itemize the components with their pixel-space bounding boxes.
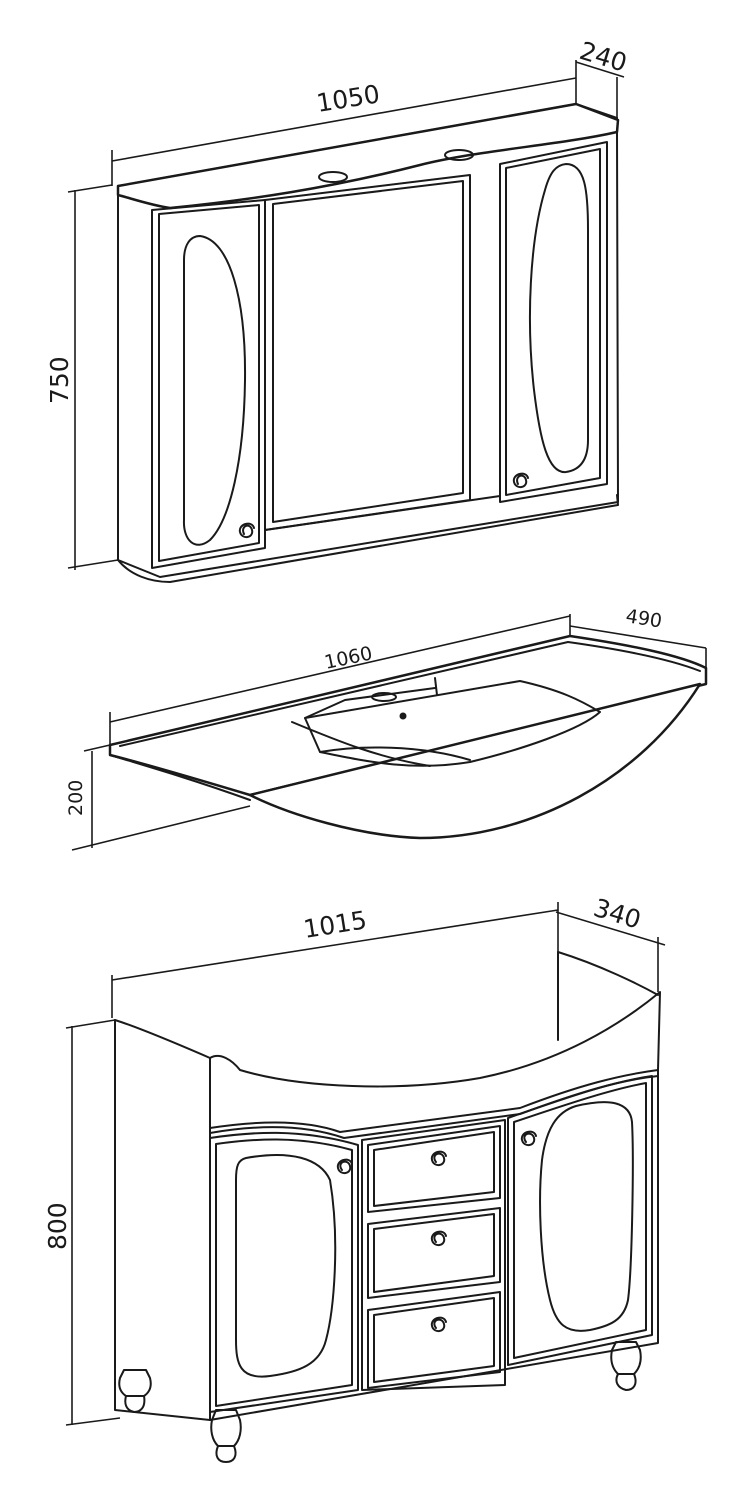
mirror-cabinet-width-label: 1050 — [314, 79, 381, 118]
drawer-middle-knob-icon — [430, 1230, 447, 1246]
mirror-cabinet — [116, 102, 620, 583]
left-vanity-door — [209, 1131, 359, 1413]
drawer-top-knob-icon — [430, 1150, 447, 1166]
left-door-knob-icon — [238, 522, 255, 538]
faucet-hole — [371, 692, 397, 702]
vanity-unit-dimensions — [65, 902, 666, 1426]
right-door-panel — [539, 1101, 634, 1332]
drawer-middle — [367, 1207, 501, 1299]
right-cabinet-door — [499, 141, 608, 503]
vanity-unit-depth-label: 340 — [590, 893, 644, 935]
washbasin — [108, 634, 708, 840]
mirror-cabinet-depth-label: 240 — [576, 36, 630, 78]
right-door-knob-icon — [512, 472, 529, 488]
drawer-top — [367, 1125, 501, 1213]
left-door-glass-panel — [182, 235, 247, 546]
left-cabinet-door — [151, 199, 266, 569]
drawer-bottom — [367, 1291, 501, 1389]
basin-bowl — [304, 680, 601, 767]
washbasin-depth-label: 490 — [624, 605, 663, 632]
leg-back-left — [118, 1369, 152, 1397]
right-vanity-knob-icon — [520, 1130, 537, 1146]
mirror-cabinet-height-label: 750 — [45, 356, 74, 404]
vanity-unit-width-label: 1015 — [301, 905, 368, 944]
left-vanity-knob-icon — [336, 1158, 353, 1174]
washbasin-width-label: 1060 — [322, 642, 374, 674]
drawer-stack — [361, 1119, 506, 1391]
right-door-glass-panel — [528, 163, 589, 474]
vanity-unit-height-label: 800 — [43, 1202, 72, 1250]
drain-hole — [399, 712, 407, 720]
left-door-panel — [235, 1154, 337, 1378]
vanity-unit — [114, 951, 661, 1463]
drawer-bottom-knob-icon — [430, 1316, 447, 1332]
right-vanity-door — [507, 1075, 653, 1366]
light-fixture-left — [318, 171, 348, 183]
mirror-cabinet-dimensions — [67, 60, 625, 570]
washbasin-height-label: 200 — [65, 780, 87, 816]
light-fixture-right — [444, 149, 474, 161]
central-mirror — [264, 174, 501, 531]
washbasin-dimensions — [71, 614, 707, 851]
legs — [118, 1341, 642, 1463]
